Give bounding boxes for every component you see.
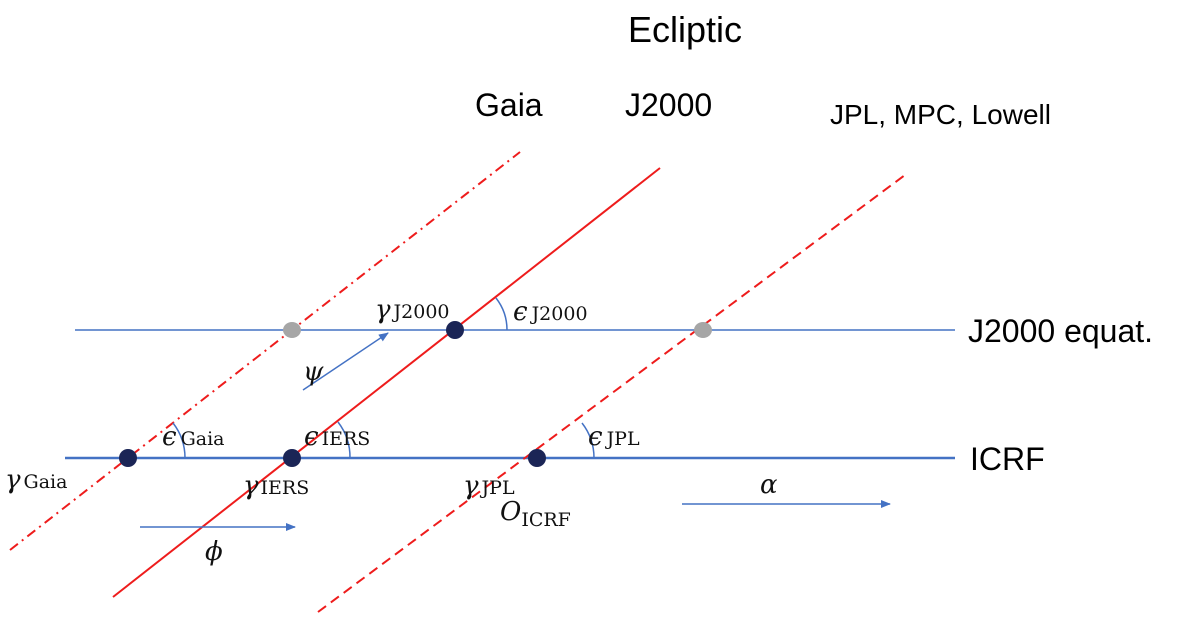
gaia-ecliptic-line	[9, 151, 521, 551]
gaia-ecliptic-label: Gaia	[475, 87, 543, 123]
j2000-ecliptic-label: J2000	[625, 87, 712, 123]
gaia-j2000-intersection-point	[283, 322, 301, 338]
eps-iers-arc	[337, 421, 351, 459]
psi-arrow	[302, 332, 389, 391]
icrf-label: ICRF	[970, 441, 1045, 477]
alpha-label: α	[760, 470, 778, 500]
eps-j2000-arc	[495, 297, 508, 331]
jpl-ecliptic-line	[317, 174, 906, 613]
gamma-j2000-point	[446, 321, 464, 339]
jpl-ecliptic-label: JPL, MPC, Lowell	[830, 99, 1051, 130]
phi-label: ϕ	[205, 537, 223, 567]
psi-label: ψ	[303, 357, 324, 387]
gamma-iers-point	[283, 449, 301, 467]
jpl-j2000-intersection-point	[694, 322, 712, 338]
eps-jpl-arc	[581, 422, 595, 459]
j2000-ecliptic-line	[112, 167, 661, 598]
diagram-title: Ecliptic	[628, 9, 742, 50]
o-icrf-label: OICRF	[500, 497, 571, 531]
j2000-equator-label: J2000 equat.	[968, 313, 1153, 349]
gamma-jpl-point	[528, 449, 546, 467]
gamma-gaia-point	[119, 449, 137, 467]
eps-gaia-arc	[172, 422, 186, 459]
